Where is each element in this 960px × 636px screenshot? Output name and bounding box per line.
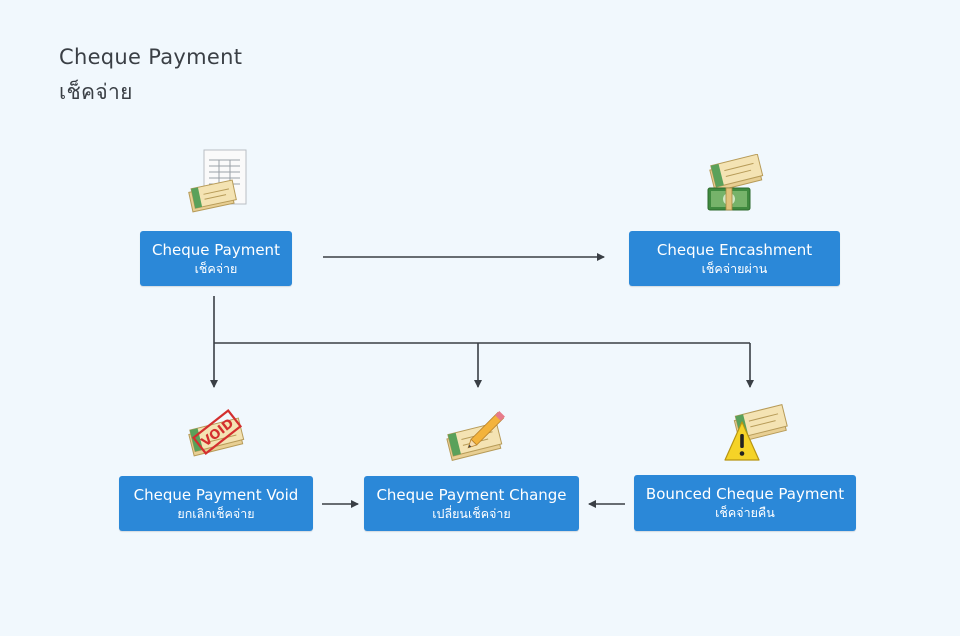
node-bounced-cheque-payment-thai: เช็คจ่ายคืน	[715, 505, 775, 520]
page-title: Cheque Payment เช็คจ่าย	[59, 40, 242, 110]
cheque-void-icon: VOID	[188, 409, 245, 457]
title-thai: เช็คจ่าย	[59, 80, 133, 104]
node-cheque-encashment[interactable]: Cheque Encashment เช็คจ่ายผ่าน	[629, 231, 840, 286]
node-cheque-payment-void-thai: ยกเลิกเช็คจ่าย	[177, 505, 255, 521]
node-cheque-payment-change-thai: เปลี่ยนเช็คจ่าย	[432, 505, 511, 521]
title-english: Cheque Payment	[59, 45, 243, 69]
cheque-document-icon	[188, 149, 247, 213]
node-cheque-encashment-thai: เช็คจ่ายผ่าน	[701, 260, 768, 276]
node-cheque-payment-thai: เช็คจ่าย	[194, 260, 238, 276]
node-cheque-payment-void[interactable]: Cheque Payment Void ยกเลิกเช็คจ่าย	[119, 476, 313, 531]
node-bounced-cheque-payment[interactable]: Bounced Cheque Payment เช็คจ่ายคืน	[634, 475, 856, 531]
node-cheque-payment-change[interactable]: Cheque Payment Change เปลี่ยนเช็คจ่าย	[364, 476, 579, 531]
node-cheque-payment-void-label: Cheque Payment Void	[133, 485, 299, 504]
cheque-warning-icon	[724, 404, 788, 461]
cheque-edit-icon	[446, 411, 505, 461]
node-cheque-payment-change-label: Cheque Payment Change	[376, 485, 567, 504]
node-cheque-payment[interactable]: Cheque Payment เช็คจ่าย	[140, 231, 292, 286]
cheque-cash-icon	[707, 154, 764, 211]
node-cheque-payment-label: Cheque Payment	[152, 240, 280, 259]
node-cheque-encashment-label: Cheque Encashment	[656, 240, 813, 259]
node-bounced-cheque-payment-label: Bounced Cheque Payment	[645, 485, 845, 503]
